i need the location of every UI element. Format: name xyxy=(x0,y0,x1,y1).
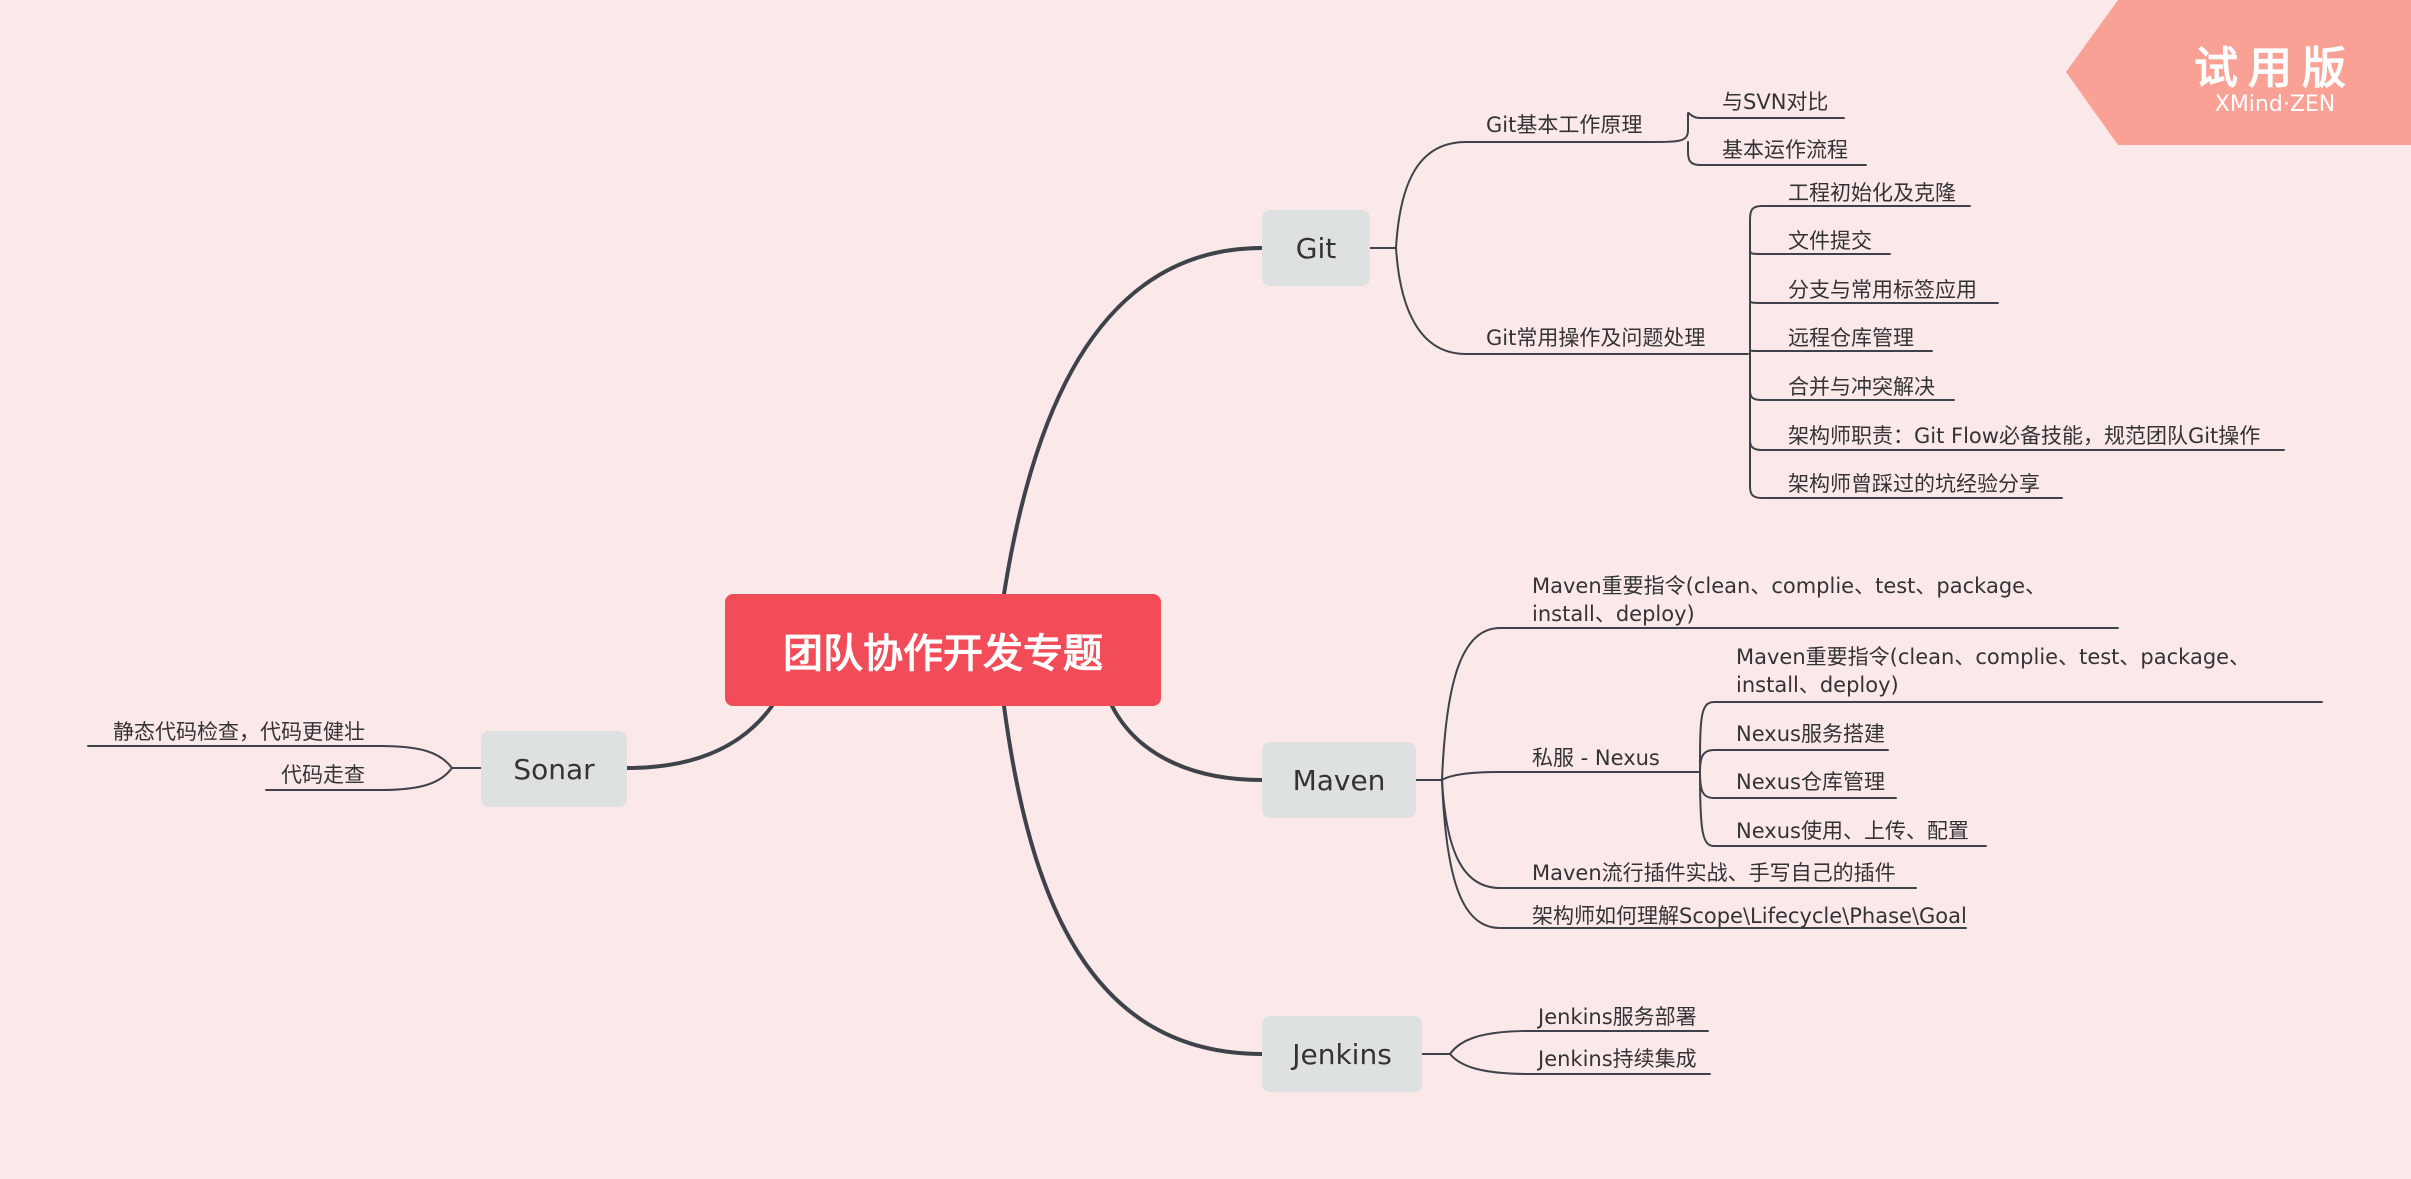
connector-jenkins-items xyxy=(1421,1030,1711,1075)
subtopic-nexus-commands[interactable]: Maven重要指令(clean、complie、test、package、ins… xyxy=(1736,645,2251,697)
central-topic[interactable]: 团队协作开发专题 xyxy=(725,594,1161,706)
connector-principle-items xyxy=(1645,111,1867,166)
connector-nexus-items xyxy=(1699,701,2323,847)
subtopic-maven-commands[interactable]: Maven重要指令(clean、complie、test、package、ins… xyxy=(1532,574,2047,626)
subtopic-git-principle[interactable]: Git基本工作原理 xyxy=(1486,113,1643,137)
watermark-subtitle: XMind·ZEN xyxy=(2214,92,2336,117)
connector-central-git xyxy=(1002,246,1264,596)
connector-central-maven xyxy=(1110,704,1264,782)
subtopic-ops-init[interactable]: 工程初始化及克隆 xyxy=(1788,181,1956,205)
subtopic-jenkins-deploy[interactable]: Jenkins服务部署 xyxy=(1538,1005,1697,1029)
subtopic-sonar-static[interactable]: 静态代码检查，代码更健壮 xyxy=(113,720,365,744)
topic-git[interactable]: Git xyxy=(1262,210,1370,286)
connector-maven-scope xyxy=(1441,779,1967,929)
subtopic-nexus-usage[interactable]: Nexus使用、上传、配置 xyxy=(1736,819,1969,843)
subtopic-git-ops[interactable]: Git常用操作及问题处理 xyxy=(1486,326,1706,350)
subtopic-jenkins-ci[interactable]: Jenkins持续集成 xyxy=(1538,1047,1697,1071)
subtopic-ops-branch[interactable]: 分支与常用标签应用 xyxy=(1788,278,1977,302)
subtopic-basic-flow[interactable]: 基本运作流程 xyxy=(1722,138,1848,162)
watermark-title: 试用版 xyxy=(2194,43,2356,94)
subtopic-nexus-repo[interactable]: Nexus仓库管理 xyxy=(1736,770,1885,794)
subtopic-sonar-review[interactable]: 代码走查 xyxy=(281,763,365,787)
subtopic-ops-remote[interactable]: 远程仓库管理 xyxy=(1788,326,1914,350)
subtopic-nexus-setup[interactable]: Nexus服务搭建 xyxy=(1736,722,1885,746)
subtopic-ops-pitfalls[interactable]: 架构师曾踩过的坑经验分享 xyxy=(1788,472,2040,496)
subtopic-maven-nexus[interactable]: 私服 - Nexus xyxy=(1532,746,1660,770)
subtopic-svn-compare[interactable]: 与SVN对比 xyxy=(1722,90,1829,114)
connector-git-principle xyxy=(1395,141,1647,249)
topic-maven[interactable]: Maven xyxy=(1262,742,1416,818)
topic-jenkins[interactable]: Jenkins xyxy=(1262,1016,1422,1092)
connector-maven-nexus xyxy=(1441,771,1701,781)
watermark-badge xyxy=(2066,0,2411,145)
subtopic-ops-gitflow[interactable]: 架构师职责：Git Flow必备技能，规范团队Git操作 xyxy=(1788,424,2261,448)
subtopic-ops-commit[interactable]: 文件提交 xyxy=(1788,229,1872,253)
connector-ops-spine xyxy=(1721,205,2285,499)
subtopic-ops-merge[interactable]: 合并与冲突解决 xyxy=(1788,375,1935,399)
connector-central-sonar xyxy=(625,704,774,770)
connector-maven-commands xyxy=(1441,627,2119,781)
subtopic-maven-plugins[interactable]: Maven流行插件实战、手写自己的插件 xyxy=(1532,861,1896,885)
connector-sonar-items xyxy=(87,745,482,791)
connector-central-jenkins xyxy=(1002,704,1264,1056)
connector-git-ops xyxy=(1395,247,1723,355)
subtopic-maven-scope[interactable]: 架构师如何理解Scope\Lifecycle\Phase\Goal xyxy=(1532,904,1967,928)
topic-sonar[interactable]: Sonar xyxy=(481,731,627,807)
